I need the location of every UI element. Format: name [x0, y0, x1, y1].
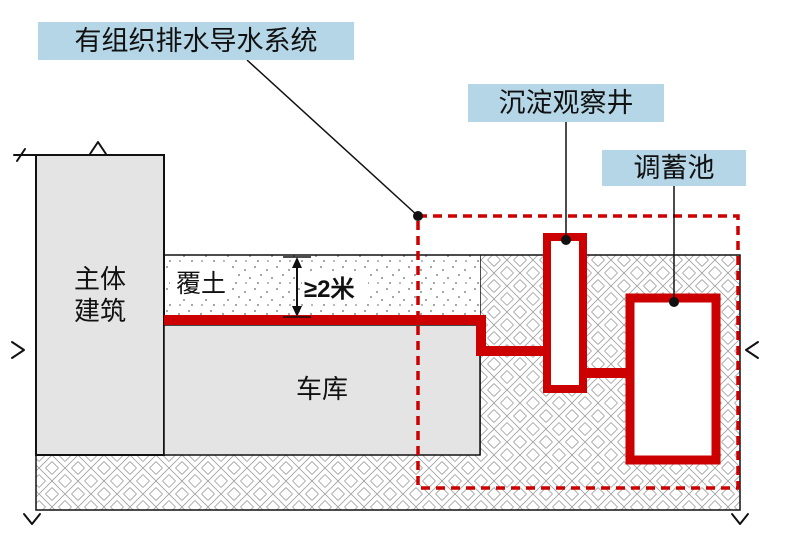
break-mark-right-mid [745, 341, 759, 359]
observation-well [543, 233, 587, 393]
garage [163, 324, 481, 456]
connector-well-to-pool [579, 368, 634, 378]
leader-drainage-system [246, 59, 419, 217]
leader-dot-well [561, 235, 571, 245]
roof-step-down [476, 315, 486, 356]
garage-roof-line [164, 315, 486, 325]
callout-storage-pool-text: 调蓄池 [634, 153, 715, 183]
callout-storage-pool: 调蓄池 [602, 150, 746, 186]
break-mark-bottom-left [23, 513, 41, 525]
callout-drainage-system-bg [38, 22, 354, 60]
cover-soil-label: 覆土 [176, 270, 226, 298]
callout-observation-well-bg [468, 84, 664, 122]
connector-garage-to-well [476, 346, 551, 356]
main-building-label-line2: 建筑 [74, 296, 126, 326]
storage-pool [625, 293, 721, 465]
dimension-text: ≥2米 [304, 276, 355, 303]
callout-drainage-system-text: 有组织排水导水系统 [75, 26, 318, 56]
dimension-arrow-down [292, 306, 302, 317]
break-marks [11, 141, 759, 525]
break-mark-bottom-right [731, 513, 749, 525]
main-building-label-line1: 主体 [74, 264, 126, 294]
garage-label: 车库 [296, 374, 348, 404]
leader-dot-boundary [413, 211, 423, 221]
break-mark-building-topline [13, 148, 37, 162]
leader-dot-pool [669, 297, 679, 307]
dimension-text-bg [302, 272, 368, 304]
break-mark-building-top [89, 141, 107, 155]
callout-observation-well-text: 沉淀观察井 [499, 88, 634, 118]
callout-drainage-system: 有组织排水导水系统 [38, 22, 354, 60]
dimension-arrow-up [292, 257, 302, 268]
callout-observation-well: 沉淀观察井 [468, 84, 664, 122]
dimension-cover-depth: ≥2米 [283, 256, 368, 318]
callout-storage-pool-bg [602, 150, 746, 186]
break-mark-left-mid [11, 341, 25, 359]
drainage-red-lines [164, 315, 634, 378]
main-building [35, 154, 165, 456]
drainage-system-boundary [416, 214, 740, 490]
cover-soil-label-bg [170, 264, 232, 298]
